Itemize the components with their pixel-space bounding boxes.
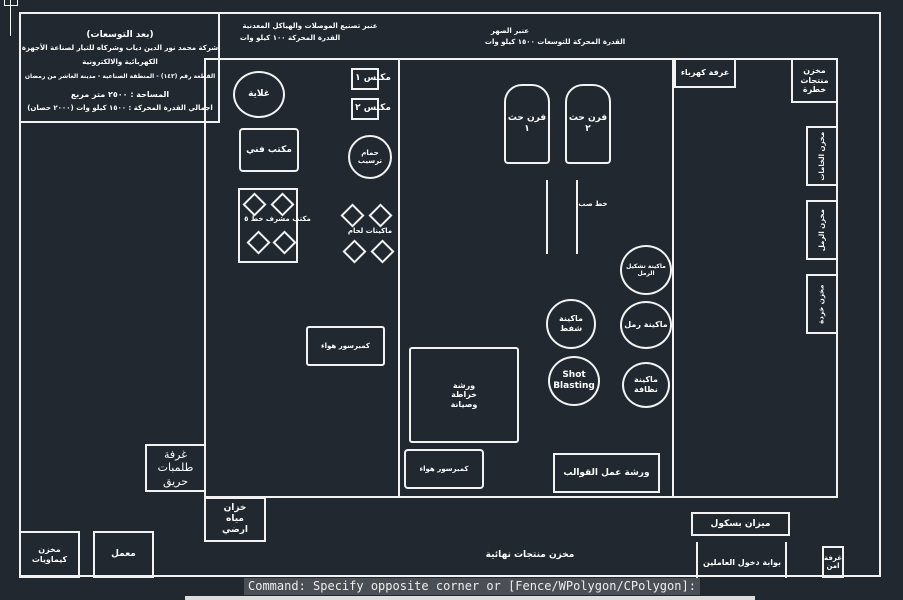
final-products-store-label: مخزن منتجات نهائية — [485, 550, 575, 560]
electric-room-label: غرفة كهرباء — [680, 68, 730, 78]
melt-hall-title: عنبر الصهر — [490, 27, 530, 35]
store-a-label: مخزن الخامات — [817, 131, 826, 181]
welding-label: ماكينات لحام — [347, 227, 393, 235]
crosshair-cursor — [10, 0, 11, 36]
title-line2: شركة محمد نور الدين دياب وشركاه للتيار ل… — [21, 44, 219, 52]
fire-pump-room: غرفة طلمبات حريق — [145, 444, 206, 492]
casting-line-rail — [546, 180, 548, 254]
plating-bath: حمام ترسيب — [348, 135, 392, 179]
store-c-label: مخزن خردة — [817, 284, 826, 324]
chemical-store-label: مخزن كيماويات — [31, 544, 68, 564]
plating-label: حمام ترسيب — [357, 148, 383, 165]
electric-room: غرفة كهرباء — [674, 58, 736, 88]
gate-post-left — [696, 542, 698, 578]
shot-blasting: Shot Blasting — [548, 356, 600, 406]
gate-post-right — [785, 542, 787, 578]
title-line5: المساحة : ٢٥٠٠ متر مربع — [70, 90, 170, 99]
command-input[interactable] — [185, 596, 755, 600]
mold-workshop-label: ورشة عمل القوالب — [563, 467, 650, 478]
title-line4: القطعة رقم (١٤٣) - المنطقة الصناعية - مد… — [24, 73, 216, 80]
fab-hall-title: عنبر تصنيع الموصلات والهياكل المعدنية — [242, 22, 378, 30]
suction-machine: ماكينة شفط — [546, 299, 596, 349]
melt-hall-power: القدرة المحركة للتوسعات ١٥٠٠ كيلو وات — [484, 38, 626, 46]
store-b: مخزن الرمل — [806, 200, 838, 260]
sand-machine-label: ماكينة رمل — [624, 320, 668, 330]
cleaning-label: ماكينة نظافة — [634, 375, 658, 394]
workshop-label: ورشة خراطة وصيانة — [450, 380, 478, 409]
mold-workshop: ورشة عمل القوالب — [553, 453, 660, 493]
fab-hall-power: القدرة المحركة ١٠٠ كيلو وات — [239, 34, 341, 42]
title-line1: (بعد التوسعات) — [86, 30, 154, 40]
security-label: غرفة امن — [824, 553, 842, 570]
press-1-label: مكبس ١ — [355, 73, 391, 83]
ground-water-tank: خزان مياه ارضي — [204, 497, 266, 542]
boiler-label: غلاية — [248, 89, 270, 100]
air-compressor-1: كمبرسور هواء — [306, 326, 385, 366]
boiler: غلاية — [233, 71, 285, 118]
suction-label: ماكينة شفط — [559, 314, 583, 333]
lab-label: معمل — [111, 549, 136, 560]
workshop: ورشة خراطة وصيانة — [409, 347, 519, 443]
store-c: مخزن خردة — [806, 274, 838, 334]
hazard-store-label: مخزن منتجات خطرة — [800, 66, 829, 95]
shot-blasting-label: Shot Blasting — [553, 370, 595, 391]
command-line[interactable]: Command: Specify opposite corner or [Fen… — [244, 578, 700, 595]
chemical-store: مخزن كيماويات — [19, 531, 80, 578]
supervisor-office — [238, 188, 298, 263]
fire-pump-label: غرفة طلمبات حريق — [157, 448, 194, 488]
security-room: غرفة امن — [822, 546, 844, 578]
furnace-1-label: فرن حث ١ — [507, 113, 547, 134]
title-line6: اجمالي القدرة المحركة : ١٥٠٠ كيلو وات (٢… — [27, 104, 213, 112]
tech-office-label: مكتب فني — [246, 144, 292, 155]
press-2 — [351, 98, 379, 120]
sand-forming-machine: ماكينة تشكيل الرمل — [620, 245, 672, 295]
store-b-label: مخزن الرمل — [817, 208, 826, 252]
casting-line-rail — [576, 180, 578, 254]
title-block — [19, 12, 220, 123]
water-tank-label: خزان مياه ارضي — [221, 503, 249, 535]
store-a: مخزن الخامات — [806, 126, 838, 186]
induction-furnace-2: فرن حث ٢ — [565, 84, 611, 164]
casting-line-label: خط صب — [578, 200, 608, 208]
sand-machine: ماكينة رمل — [620, 301, 672, 349]
weighbridge-label: ميزان بسكول — [710, 518, 771, 529]
press-2-label: مكبس ٢ — [355, 103, 391, 113]
hazard-store: مخزن منتجات خطرة — [791, 58, 838, 103]
cleaning-machine: ماكينة نظافة — [622, 362, 670, 408]
lab: معمل — [93, 531, 154, 578]
induction-furnace-1: فرن حث ١ — [504, 84, 550, 164]
weighbridge: ميزان بسكول — [691, 512, 790, 536]
press-1 — [351, 68, 379, 90]
compressor-1-label: كمبرسور هواء — [321, 341, 370, 350]
workers-gate-label: بوابة دخول العاملين — [703, 558, 781, 567]
air-compressor-2: كمبرسور هواء — [404, 449, 484, 489]
compressor-2-label: كمبرسور هواء — [419, 464, 469, 473]
title-line3: الكهربائية والالكترونية — [82, 58, 158, 66]
hall-divider-2 — [672, 58, 674, 498]
supervisor-label: مكتب مشرف خط ٥ — [244, 215, 311, 223]
hall-divider-1 — [398, 58, 400, 498]
crosshair-cursor-box — [4, 0, 18, 6]
furnace-2-label: فرن حث ٢ — [568, 113, 608, 134]
sand-forming-label: ماكينة تشكيل الرمل — [626, 262, 666, 277]
tech-office: مكتب فني — [239, 128, 299, 172]
site-boundary — [19, 12, 881, 577]
